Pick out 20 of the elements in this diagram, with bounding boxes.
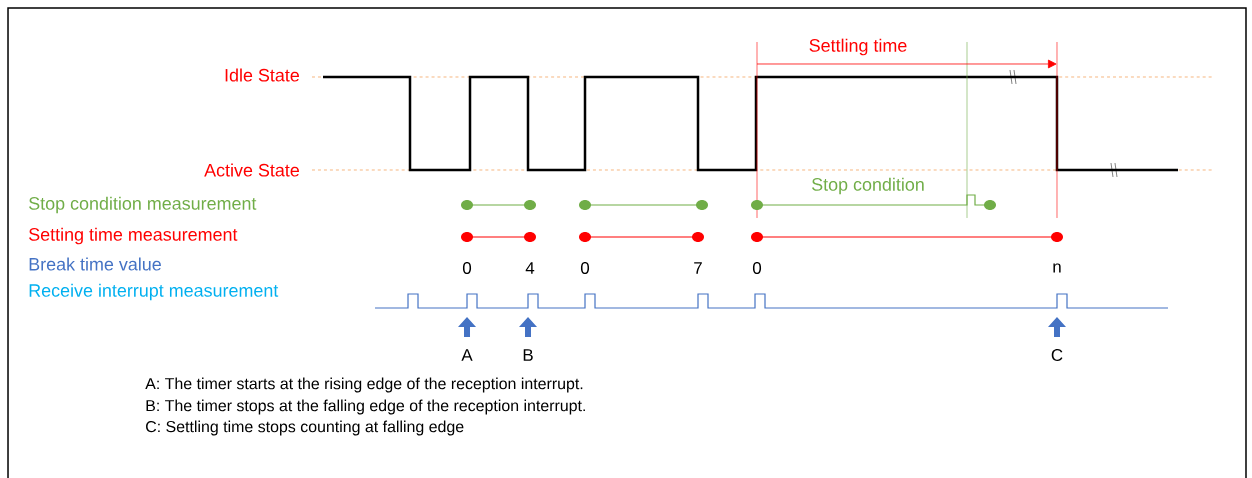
- level-label: Idle State: [225, 68, 299, 82]
- value-label: 0: [462, 262, 472, 274]
- value-label: 7: [694, 262, 702, 274]
- row-label: Setting time measurement: [29, 227, 238, 245]
- note-text: B: The timer stops at the falling edge of the reception interrupt.: [146, 399, 585, 415]
- row-label: Receive interrupt measurement: [29, 283, 279, 301]
- level-label: Active State: [204, 163, 299, 177]
- row-label: Break time value: [29, 257, 161, 271]
- callout-letter: B: [523, 349, 533, 361]
- dimension-label: Settling time: [809, 38, 907, 56]
- row-label: Stop condition measurement: [29, 196, 257, 214]
- note-text: C: Settling time stops counting at falling edge: [146, 420, 464, 436]
- annotation-label: Stop condition: [812, 177, 924, 195]
- value-label: 0: [580, 262, 590, 274]
- value-label: n: [1053, 263, 1061, 273]
- note-text: A: The timer starts at the rising edge of the reception interrupt.: [145, 377, 583, 393]
- value-label: 0: [752, 262, 762, 274]
- callout-letter: A: [461, 349, 473, 361]
- callout-letter: C: [1051, 349, 1063, 361]
- value-label: 4: [525, 262, 535, 274]
